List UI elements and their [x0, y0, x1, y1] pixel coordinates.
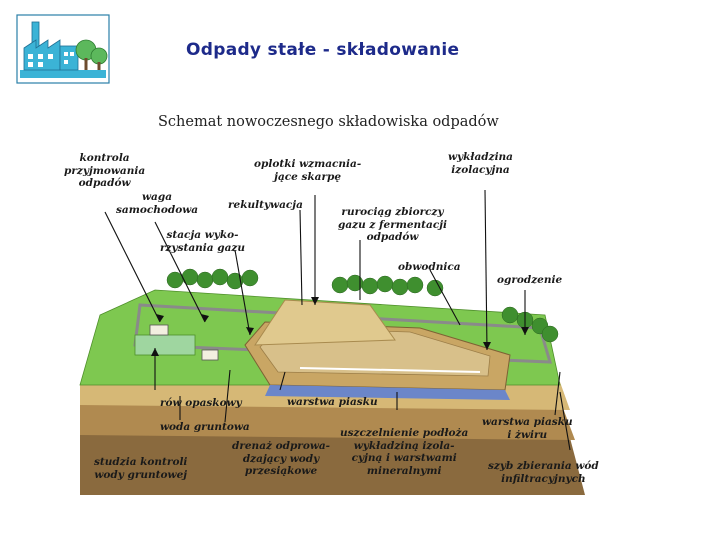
label-warstwa-piasku-zwiru: warstwa piasku i żwiru [482, 416, 573, 441]
label-szyb: szyb zbierania wód infiltracyjnych [488, 460, 599, 485]
slide-title: Odpady stałe - składowanie [186, 40, 460, 60]
label-studzia: studzia kontroli wody gruntowej [94, 456, 188, 481]
label-ogrodzenie: ogrodzenie [497, 274, 563, 286]
label-woda-gruntowa: woda gruntowa [160, 421, 250, 433]
label-uszczelnienie: uszczelnienie podłoża wykładziną izola- … [340, 427, 469, 477]
label-stacja: stacja wyko- rzystania gazu [160, 229, 245, 254]
label-row-opaskowy: rów opaskowy [160, 397, 242, 409]
label-rurociag: rurociąg zbiorczy gazu z fermentacji odp… [338, 206, 448, 243]
diagram-title: Schemat nowoczesnego składowiska odpadów [158, 114, 499, 130]
label-warstwa-piasku: warstwa piasku [287, 396, 378, 408]
label-obwodnica: obwodnica [398, 261, 461, 273]
label-oplotki: oplotki wzmacnia- jące skarpę [254, 158, 362, 183]
label-drenaz: drenaż odprowa- dzający wody przesiąkowe [232, 440, 331, 477]
label-kontrola: kontrola przyjmowania odpadów [64, 152, 146, 189]
label-wykladzina: wykładzina izolacyjna [448, 151, 513, 176]
label-rekultywacja: rekultywacja [228, 199, 303, 211]
landfill-diagram [79, 189, 585, 495]
factory-trees-icon [16, 14, 110, 84]
label-waga: waga samochodowa [116, 191, 199, 216]
